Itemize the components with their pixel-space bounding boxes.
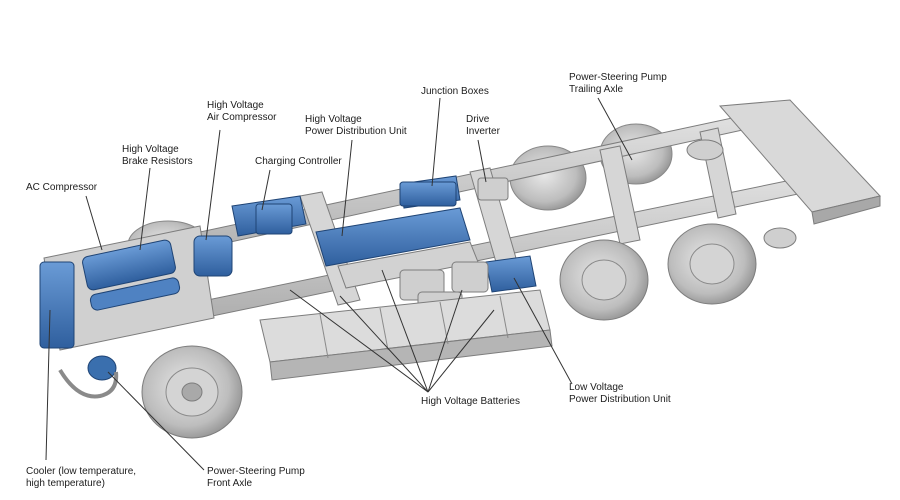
rear-deck	[686, 99, 881, 249]
front-wheel	[141, 345, 243, 439]
leader-charging-controller	[261, 169, 271, 211]
ps-pump-front-unit	[87, 355, 117, 381]
label-junction-boxes: Junction Boxes	[421, 86, 489, 97]
drive-inverter-unit	[477, 177, 509, 201]
air-compressor-unit	[193, 235, 233, 277]
leader-drive-inverter	[477, 139, 487, 183]
leader-ac-compressor	[85, 195, 103, 251]
leader-lv-pdu	[513, 277, 573, 385]
leader-hv-batteries-5	[427, 309, 495, 393]
leader-hv-batteries-3	[381, 269, 429, 393]
leader-cooler	[45, 309, 51, 461]
leader-hv-pdu	[341, 139, 353, 237]
label-charging-controller: Charging Controller	[255, 156, 342, 167]
label-ps-pump-front: Power-Steering Pump Front Axle	[207, 466, 305, 489]
leader-hv-batteries-1	[289, 289, 429, 393]
hv-brake-resistor-unit	[89, 277, 181, 311]
battery-pack	[315, 207, 471, 267]
leader-hv-brake-resistors	[139, 167, 151, 251]
label-hv-batteries: High Voltage Batteries	[421, 396, 520, 407]
rear-wheels-front	[559, 223, 757, 321]
upper-modules	[255, 177, 509, 235]
crossmember	[599, 145, 641, 245]
front-drive-assembly	[39, 225, 233, 399]
label-drive-inverter: Drive Inverter	[466, 114, 500, 137]
leader-hv-air-compressor	[205, 129, 221, 241]
battery-pack	[485, 255, 537, 293]
leader-ps-pump-trailing	[597, 97, 633, 161]
label-ps-pump-trailing: Power-Steering Pump Trailing Axle	[569, 72, 667, 95]
label-lv-pdu: Low Voltage Power Distribution Unit	[569, 382, 671, 405]
battery-cage	[259, 289, 553, 381]
leader-ps-pump-front	[107, 371, 205, 471]
cooler-unit	[39, 261, 75, 349]
label-hv-pdu: High Voltage Power Distribution Unit	[305, 114, 407, 137]
label-ac-compressor: AC Compressor	[26, 182, 98, 193]
label-hv-brake-resistors: High Voltage Brake Resistors	[122, 144, 193, 167]
label-cooler: Cooler (low temperature, high temperatur…	[26, 466, 137, 489]
charging-controller-unit	[255, 203, 293, 235]
leader-lines	[45, 97, 633, 471]
leader-hv-batteries-2	[339, 295, 429, 393]
leader-junction-boxes	[431, 97, 441, 187]
hv-brake-resistor-unit	[82, 239, 176, 291]
label-hv-air-compressor: High Voltage Air Compressor	[207, 100, 277, 123]
leader-hv-batteries-4	[427, 289, 463, 393]
junction-box	[399, 181, 457, 207]
battery-cell	[451, 261, 489, 293]
